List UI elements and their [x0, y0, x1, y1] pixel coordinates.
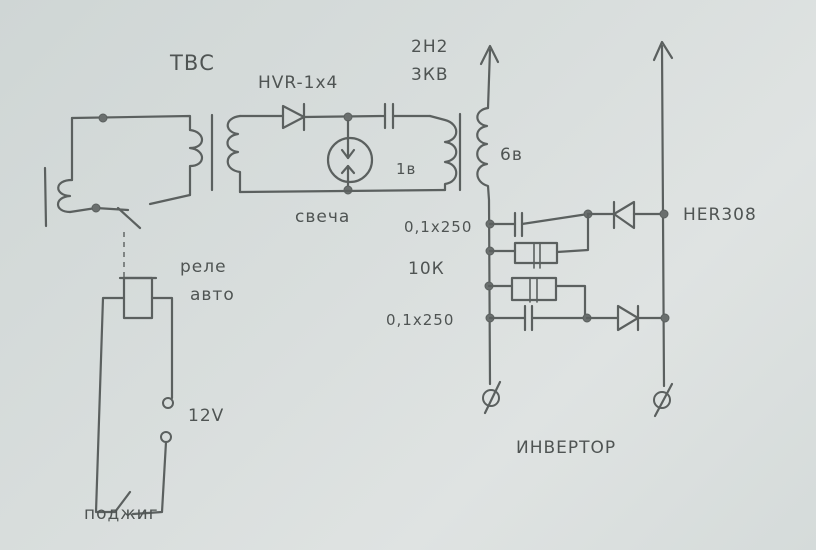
label-cap-top: 0,1x250 [404, 218, 472, 236]
label-hv-diode: HVR-1x4 [258, 73, 338, 93]
rectifier-section [484, 200, 670, 332]
inverter-terminals [482, 380, 674, 418]
label-secondary-winding: 1в [396, 160, 416, 178]
terminal-left[interactable] [482, 389, 500, 407]
label-ignition-coil: ТВС [169, 51, 215, 75]
label-output-winding: 6в [500, 145, 523, 165]
label-inverter: ИНВЕРТОР [516, 438, 616, 458]
label-fast-diodes: HER308 [683, 205, 757, 225]
terminal-right[interactable] [653, 391, 671, 409]
label-cap-bottom: 0,1x250 [386, 311, 454, 329]
label-relay-line1: реле [180, 257, 227, 277]
label-resistors: 10К [408, 259, 445, 279]
hv-section [210, 44, 500, 386]
label-spark-plug: свеча [295, 207, 350, 227]
relay-circuit [94, 276, 174, 516]
primary-loop [43, 113, 204, 230]
label-ignition-switch: поджиг [84, 504, 159, 524]
label-hv-cap-value: 2H2 [411, 37, 448, 57]
label-supply: 12V [188, 406, 224, 426]
label-relay-line2: авто [190, 285, 235, 305]
label-hv-cap-voltage: 3КВ [411, 65, 449, 85]
